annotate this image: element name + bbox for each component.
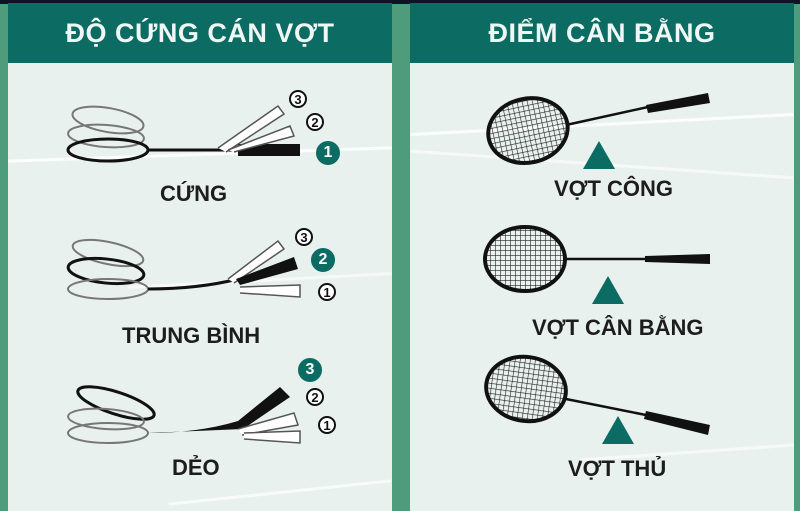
balance-triangle-icon [592, 276, 624, 304]
flex-number-3-active: 3 [298, 358, 322, 382]
medium-racket-icon [66, 238, 301, 300]
flex-number-3: 3 [289, 90, 307, 108]
flex-number-2: 2 [306, 113, 324, 131]
panel-title: ĐIỂM CÂN BẰNG [410, 3, 794, 63]
flex-number-3: 3 [295, 228, 313, 246]
flex-number-1-active: 1 [316, 141, 340, 165]
medium-label: TRUNG BÌNH [122, 323, 261, 348]
flexible-racket-icon [67, 385, 301, 444]
stiff-label: CỨNG [160, 181, 228, 206]
head-heavy-label: VỢT CÔNG [554, 176, 673, 201]
even-balance-racket-icon [483, 225, 710, 293]
even-balance-label: VỢT CÂN BẰNG [532, 315, 704, 340]
flex-number-1: 1 [318, 283, 336, 301]
flex-number-1: 1 [318, 416, 336, 434]
top-strip [0, 0, 800, 4]
decor-streak [580, 443, 794, 462]
balance-point-panel: ĐIỂM CÂN BẰNG VỢT CÔNG VỢT CÂN BẰNG [410, 3, 794, 511]
shaft-flex-panel: ĐỘ CỨNG CÁN VỢT 3 2 1 CỨNG 3 2 1 TRUNG B… [8, 3, 392, 511]
decor-streak [168, 479, 392, 506]
flex-number-2: 2 [306, 388, 324, 406]
flexible-label: DẺO [172, 455, 220, 480]
balance-triangle-icon [583, 141, 615, 169]
flex-number-2-active: 2 [311, 248, 335, 272]
panel-title: ĐỘ CỨNG CÁN VỢT [8, 3, 392, 63]
balance-triangle-icon [602, 416, 634, 444]
head-heavy-racket-icon [486, 93, 710, 165]
head-light-racket-icon [484, 354, 710, 435]
stiff-racket-icon [66, 104, 300, 163]
